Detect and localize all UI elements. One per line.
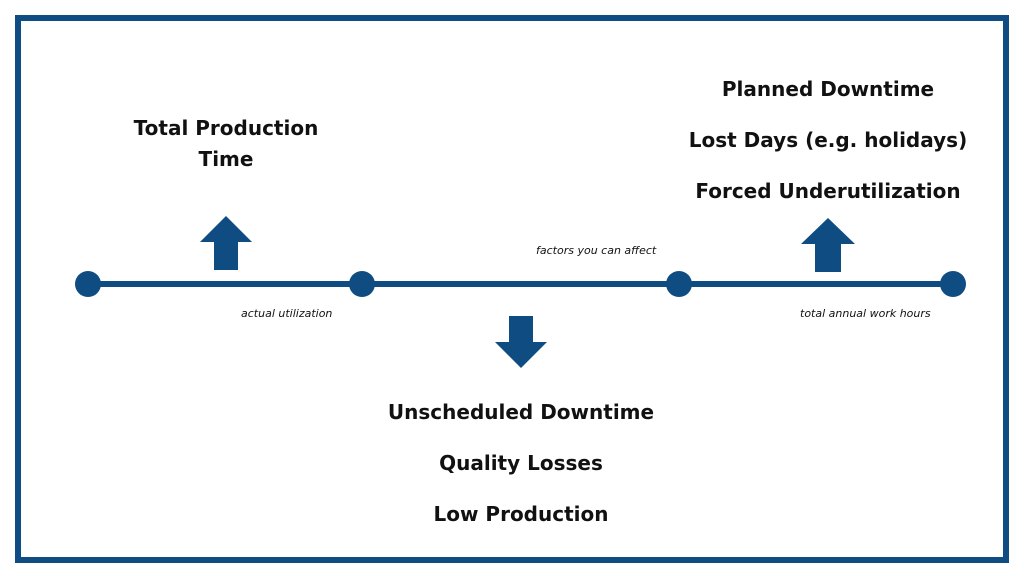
list-item: Planned Downtime: [721, 77, 935, 101]
down-arrow-icon: [495, 316, 547, 368]
diagram-frame: [15, 15, 1009, 563]
list-item: Unscheduled Downtime: [387, 400, 655, 424]
actual-utilization-label: actual utilization: [241, 307, 333, 320]
bottom-factors-list: Unscheduled Downtime Quality Losses Low …: [360, 387, 682, 540]
timeline-node-start: [75, 271, 101, 297]
total-hours-label: total annual work hours: [800, 307, 931, 320]
list-item: Quality Losses: [439, 451, 603, 475]
timeline-node-factors: [666, 271, 692, 297]
timeline-node-total-hours: [940, 271, 966, 297]
timeline-node-actual-utilization: [349, 271, 375, 297]
list-item: Forced Underutilization: [695, 179, 961, 203]
up-arrow-icon: [801, 218, 855, 272]
total-production-time-label: Total Production Time: [133, 116, 319, 171]
factors-label: factors you can affect: [536, 244, 657, 257]
up-arrow-icon: [200, 216, 252, 270]
list-item: Lost Days (e.g. holidays): [688, 128, 968, 152]
list-item: Low Production: [433, 502, 609, 526]
right-factors-list: Planned Downtime Lost Days (e.g. holiday…: [678, 64, 978, 217]
